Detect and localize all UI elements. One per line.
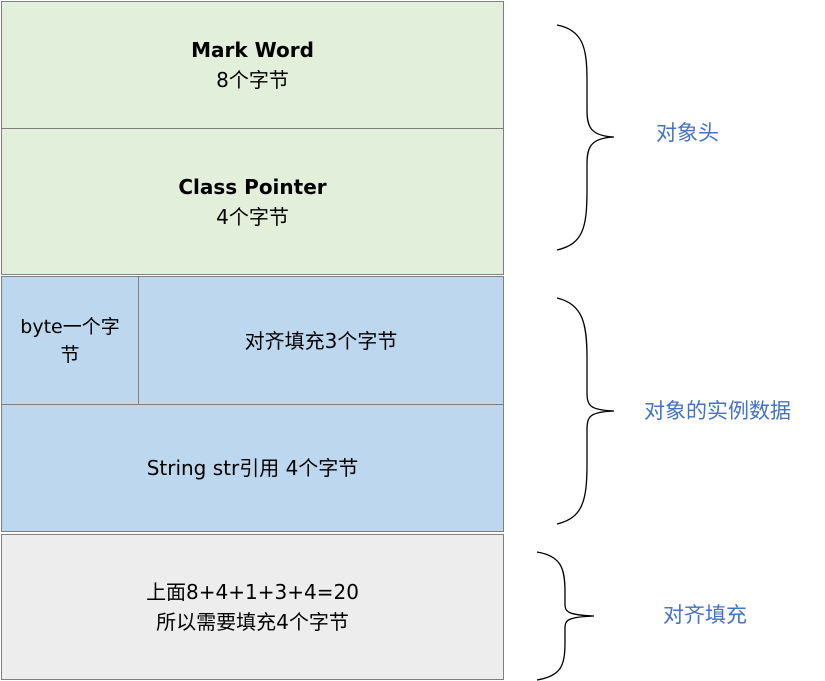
class-pointer-block: Class Pointer 4个字节: [1, 128, 504, 275]
object-header-label: 对象头: [656, 121, 719, 145]
alignment-padding-label: 对齐填充: [663, 603, 747, 627]
string-ref-text: String str引用 4个字节: [146, 456, 359, 480]
mark-word-title: Mark Word: [191, 38, 314, 62]
padding-block: 上面8+4+1+3+4=20 所以需要填充4个字节: [1, 534, 504, 680]
alignment-padding-brace: [536, 551, 595, 681]
class-pointer-size: 4个字节: [216, 204, 289, 229]
padding-line1: 上面8+4+1+3+4=20: [146, 580, 359, 604]
class-pointer-title: Class Pointer: [178, 174, 327, 199]
alignment-fill-text: 对齐填充3个字节: [244, 328, 398, 353]
byte-field-line1: byte一个字: [20, 315, 120, 338]
mark-word-block: Mark Word 8个字节: [1, 1, 504, 129]
mark-word-size: 8个字节: [216, 68, 289, 92]
alignment-fill-block: 对齐填充3个字节: [138, 276, 504, 405]
padding-line2: 所以需要填充4个字节: [156, 610, 349, 634]
object-header-brace: [556, 24, 615, 251]
byte-field-line2: 节: [60, 343, 80, 366]
string-ref-block: String str引用 4个字节: [1, 404, 504, 532]
instance-data-label: 对象的实例数据: [644, 399, 791, 423]
instance-data-brace: [556, 297, 615, 525]
